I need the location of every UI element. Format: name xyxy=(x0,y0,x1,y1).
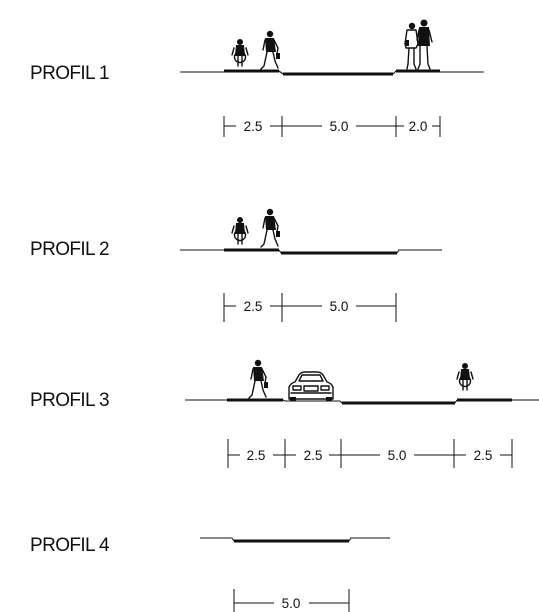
profile-3-label: PROFIL 3 xyxy=(30,390,109,411)
profile-2-dimension-line: 2.5 5.0 xyxy=(223,293,397,322)
profile-4-label: PROFIL 4 xyxy=(30,535,110,556)
pedestrian-icon xyxy=(260,30,281,70)
dimension-label: 2.0 xyxy=(409,119,428,134)
profile-4: PROFIL 4 5.0 xyxy=(30,535,390,612)
profile-1-dimension-line: 2.5 5.0 2.0 xyxy=(223,116,441,137)
cyclist-icon xyxy=(456,362,474,391)
profile-2-label: PROFIL 2 xyxy=(30,239,109,260)
profile-3-dimension-line: 2.5 2.5 5.0 2.5 xyxy=(227,439,513,468)
dimension-label: 5.0 xyxy=(388,448,407,463)
dimension-label: 5.0 xyxy=(330,119,349,134)
profile-3-section xyxy=(185,398,539,405)
pedestrian-icon xyxy=(260,208,281,248)
profile-1: PROFIL 1 2.5 5.0 2.0 xyxy=(30,18,484,137)
profile-1-section xyxy=(180,69,484,76)
profile-4-dimension-line: 5.0 xyxy=(233,589,350,612)
profile-3: PROFIL 3 2 xyxy=(30,359,539,468)
dimension-label: 2.5 xyxy=(244,299,263,314)
dimension-label: 2.5 xyxy=(247,448,266,463)
profile-2: PROFIL 2 2.5 5.0 xyxy=(30,208,442,322)
profile-1-label: PROFIL 1 xyxy=(30,63,109,84)
dimension-label: 2.5 xyxy=(244,119,263,134)
dimension-label: 2.5 xyxy=(304,448,323,463)
dimension-label: 5.0 xyxy=(282,596,301,611)
profile-4-section xyxy=(200,537,390,543)
pedestrian-couple-icon xyxy=(404,18,433,70)
dimension-label: 2.5 xyxy=(474,448,493,463)
pedestrian-icon xyxy=(248,359,269,399)
car-icon xyxy=(288,371,334,402)
cyclist-icon xyxy=(231,216,249,245)
profile-2-section xyxy=(180,248,442,255)
dimension-label: 5.0 xyxy=(330,299,349,314)
cyclist-icon xyxy=(231,38,249,67)
